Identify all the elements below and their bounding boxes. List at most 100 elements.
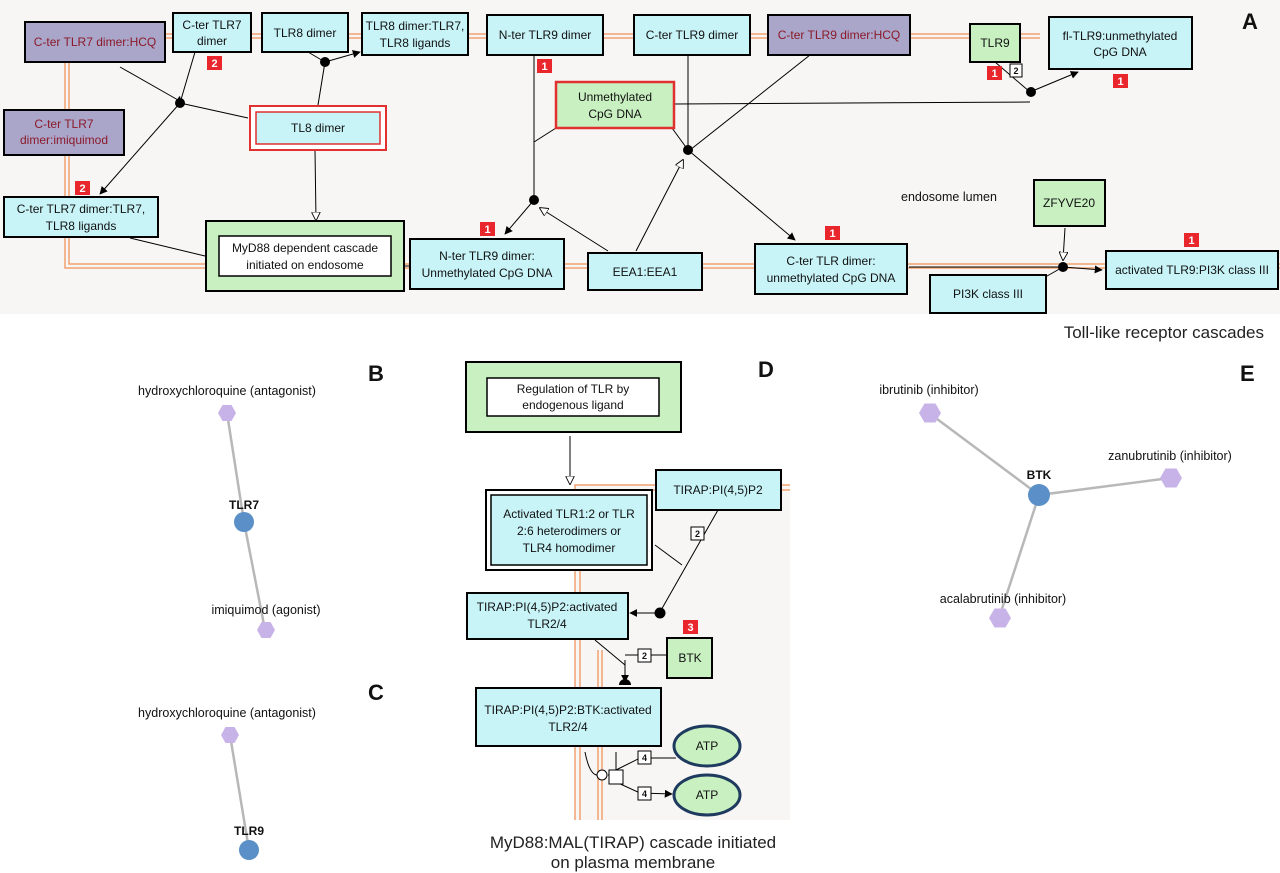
node-label: MyD88 dependent cascade (232, 241, 378, 255)
node-label: ATP (696, 788, 718, 802)
node-label: unmethylated CpG DNA (767, 271, 896, 285)
node-label: TLR4 homodimer (523, 541, 616, 555)
node-tl8-dimer[interactable]: TL8 dimer (249, 105, 387, 151)
badge: 2 (75, 181, 90, 195)
badge: 3 (683, 620, 698, 634)
node-label: fl-TLR9:unmethylated (1063, 29, 1178, 43)
panel-letter-e: E (1240, 361, 1255, 386)
badge-label: 3 (687, 622, 693, 634)
node-label: C-ter TLR7 (182, 18, 241, 32)
drug-hexagon-icon[interactable] (1160, 468, 1182, 488)
hub-node-icon[interactable] (1028, 484, 1050, 506)
badge: 1 (1113, 74, 1128, 88)
node-nter-tlr9-cpg[interactable]: N-ter TLR9 dimer: Unmethylated CpG DNA (409, 238, 565, 290)
node-label: C-ter TLR dimer: (786, 254, 875, 268)
panel-d-caption: on plasma membrane (551, 853, 715, 872)
node-tirap-activated-tlr[interactable]: TIRAP:PI(4,5)P2:activated TLR2/4 (466, 592, 629, 640)
stoichiometry-box: 2 (690, 526, 705, 541)
drug-hexagon-icon[interactable] (218, 405, 236, 421)
node-cter-tlr7-dimer[interactable]: C-ter TLR7 dimer (172, 12, 252, 53)
hub-node-icon[interactable] (239, 840, 259, 860)
badge-label: 2 (211, 58, 217, 70)
drug-label: acalabrutinib (inhibitor) (940, 592, 1066, 606)
drug-hexagon-icon[interactable] (989, 608, 1011, 628)
node-tirap-btk-activated-tlr[interactable]: TIRAP:PI(4,5)P2:BTK:activated TLR2/4 (475, 687, 662, 747)
node-label: ZFYVE20 (1043, 196, 1095, 210)
badge-label: 1 (541, 61, 547, 73)
node-tlr8-dimer-ligands[interactable]: TLR8 dimer:TLR7, TLR8 ligands (361, 12, 469, 56)
node-zfyve20[interactable]: ZFYVE20 (1033, 179, 1106, 227)
badge-label: 1 (1188, 235, 1194, 247)
node-label: C-ter TLR7 (34, 117, 93, 131)
panel-d-caption: MyD88:MAL(TIRAP) cascade initiated (490, 833, 776, 852)
node-cter-tlr9-dimer[interactable]: C-ter TLR9 dimer (633, 14, 751, 56)
node-label: TLR8 dimer:TLR7, (366, 19, 465, 33)
node-label: TIRAP:PI(4,5)P2 (673, 483, 763, 497)
node-label: N-ter TLR9 dimer (499, 28, 591, 42)
hub-node-icon[interactable] (234, 512, 254, 532)
badge-label: 1 (829, 228, 835, 240)
node-label: TLR2/4 (548, 720, 588, 734)
node-tirap-pip2[interactable]: TIRAP:PI(4,5)P2 (655, 469, 782, 511)
node-label: CpG DNA (1093, 45, 1146, 59)
stoichiometry-box: 4 (637, 750, 652, 765)
drug-hexagon-icon[interactable] (221, 727, 239, 743)
node-label: 2:6 heterodimers or (517, 524, 621, 538)
stoichiometry-label: 4 (642, 753, 647, 763)
stoichiometry-label: 2 (695, 529, 700, 539)
node-regulation-tlr-endogenous[interactable]: Regulation of TLR by endogenous ligand (465, 361, 682, 433)
badge-label: 1 (1117, 76, 1123, 88)
panel-d: Regulation of TLR by endogenous ligand T… (465, 357, 790, 872)
node-cter-tlr9-hcq[interactable]: C-ter TLR9 dimer:HCQ (767, 14, 911, 56)
badge-label: 1 (991, 68, 997, 80)
drug-label: hydroxychloroquine (antagonist) (138, 384, 316, 398)
drug-label: imiquimod (agonist) (211, 603, 320, 617)
node-label: EEA1:EEA1 (613, 265, 678, 279)
node-label: C-ter TLR9 dimer (646, 28, 738, 42)
node-unmethylated-cpg-dna[interactable]: Unmethylated CpG DNA (554, 80, 676, 130)
node-cter-tlr7-hcq[interactable]: C-ter TLR7 dimer:HCQ (24, 21, 166, 63)
node-activated-tlr9-pi3k[interactable]: activated TLR9:PI3K class III (1105, 250, 1279, 290)
junction-square (608, 769, 624, 785)
node-label: N-ter TLR9 dimer: (439, 249, 535, 263)
drug-hexagon-icon[interactable] (257, 622, 275, 638)
panel-letter-d: D (758, 357, 774, 382)
node-atp[interactable]: ATP (672, 773, 742, 817)
drug-label: ibrutinib (inhibitor) (879, 383, 978, 397)
node-label: TLR8 ligands (46, 219, 117, 233)
node-eea1[interactable]: EEA1:EEA1 (587, 252, 703, 291)
compartment-label: endosome lumen (901, 190, 997, 204)
node-label: activated TLR9:PI3K class III (1115, 263, 1269, 277)
node-label: Activated TLR1:2 or TLR (503, 507, 635, 521)
node-btk[interactable]: BTK (666, 637, 713, 679)
badge-label: 1 (484, 224, 490, 236)
node-pi3k-class-iii[interactable]: PI3K class III (929, 274, 1047, 314)
panel-a-edges (99, 50, 1103, 281)
node-label: endogenous ligand (522, 398, 623, 412)
hub-label: BTK (1027, 468, 1052, 482)
drug-label: hydroxychloroquine (antagonist) (138, 706, 316, 720)
node-label: TLR9 (980, 36, 1010, 50)
drug-hexagon-icon[interactable] (919, 403, 941, 423)
panel-e: E ibrutinib (inhibitor) zanubrutinib (in… (879, 361, 1255, 628)
node-myd88-endosome-cascade[interactable]: MyD88 dependent cascade initiated on end… (205, 220, 405, 292)
node-label: C-ter TLR7 dimer:HCQ (34, 35, 156, 49)
node-cter-tlr7-ligands[interactable]: C-ter TLR7 dimer:TLR7, TLR8 ligands (3, 196, 159, 238)
node-label: TLR2/4 (527, 617, 567, 631)
node-tlr8-dimer[interactable]: TLR8 dimer (261, 12, 349, 53)
junction-dot (619, 679, 631, 685)
hub-label: TLR7 (229, 498, 259, 512)
node-tlr9[interactable]: TLR9 (969, 23, 1021, 63)
stoichiometry-box: 2 (637, 648, 652, 663)
node-cter-tlr-cpg[interactable]: C-ter TLR dimer: unmethylated CpG DNA (754, 243, 908, 295)
node-activated-tlr-heterodimers[interactable]: Activated TLR1:2 or TLR 2:6 heterodimers… (485, 489, 653, 571)
node-fl-tlr9-cpg[interactable]: fl-TLR9:unmethylated CpG DNA (1048, 16, 1193, 70)
node-nter-tlr9-dimer[interactable]: N-ter TLR9 dimer (486, 14, 604, 56)
node-label: PI3K class III (953, 287, 1023, 301)
panel-a-junctions (175, 57, 1068, 272)
node-atp[interactable]: ATP (672, 724, 742, 768)
node-label: TL8 dimer (291, 121, 345, 135)
hub-label: TLR9 (234, 824, 264, 838)
badge: 1 (1184, 233, 1199, 247)
node-cter-tlr7-imiquimod[interactable]: C-ter TLR7 dimer:imiquimod (3, 109, 125, 156)
